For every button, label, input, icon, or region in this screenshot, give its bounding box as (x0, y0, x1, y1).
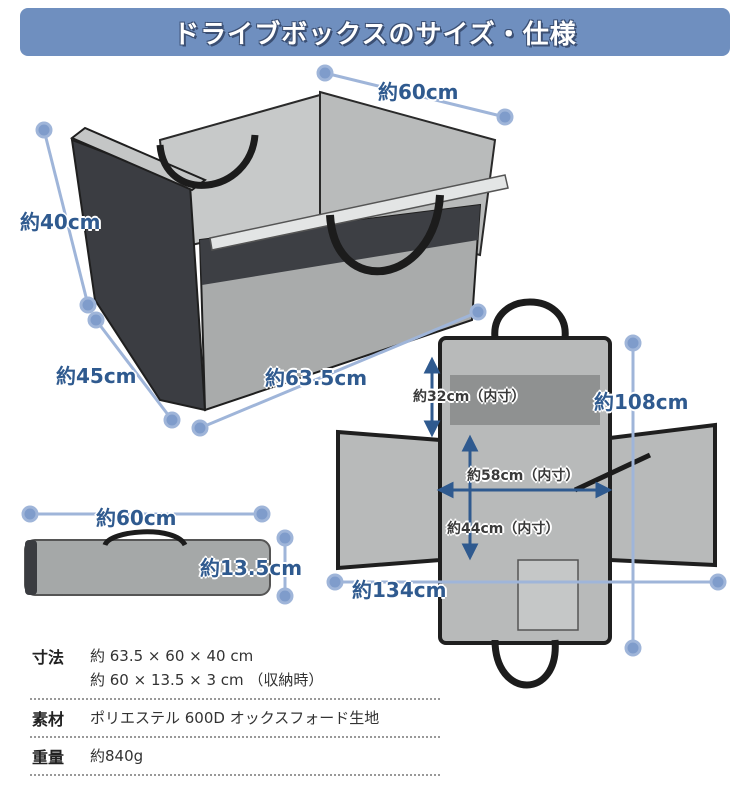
spec-label: 素材 (32, 710, 65, 729)
spec-row-weight: 重量 約840g (30, 738, 440, 776)
spec-label: 重量 (32, 748, 65, 767)
box-height-label: 約40cm (20, 210, 101, 234)
open-box-image (70, 90, 509, 412)
folded-dimension-lines (21, 505, 294, 605)
folded-width-label: 約60cm (96, 506, 177, 530)
box-length-label: 約63.5cm (265, 366, 368, 390)
spec-value: 約 60 × 13.5 × 3 cm （収納時） (90, 671, 324, 689)
spec-table: 寸法 約 63.5 × 60 × 40 cm 約 60 × 13.5 × 3 c… (30, 638, 440, 776)
folded-height-label: 約13.5cm (200, 556, 303, 580)
flat-height-label: 約108cm (594, 390, 689, 414)
spec-row-size: 寸法 約 63.5 × 60 × 40 cm 約 60 × 13.5 × 3 c… (30, 638, 440, 700)
inner-width-label: 約58cm（内寸） (467, 468, 580, 484)
title-banner: ドライブボックスのサイズ・仕様 (20, 8, 730, 56)
page-title: ドライブボックスのサイズ・仕様 (173, 19, 577, 50)
spec-value: 約 63.5 × 60 × 40 cm (90, 647, 254, 665)
inner-top-label: 約32cm（内寸） (413, 389, 526, 405)
folded-bag-image (24, 529, 271, 596)
flat-cover-image (336, 298, 717, 689)
box-width-label: 約60cm (378, 80, 459, 104)
inner-dimension-arrows (423, 356, 613, 561)
box-depth-label: 約45cm (56, 364, 137, 388)
flat-dimension-lines (326, 334, 727, 657)
flat-width-label: 約134cm (352, 578, 447, 602)
spec-value: ポリエステル 600D オックスフォード生地 (90, 709, 380, 727)
spec-row-material: 素材 ポリエステル 600D オックスフォード生地 (30, 700, 440, 738)
spec-value: 約840g (90, 747, 144, 765)
box-dimension-lines (35, 64, 514, 437)
spec-label: 寸法 (32, 648, 65, 667)
inner-depth-label: 約44cm（内寸） (447, 521, 560, 537)
